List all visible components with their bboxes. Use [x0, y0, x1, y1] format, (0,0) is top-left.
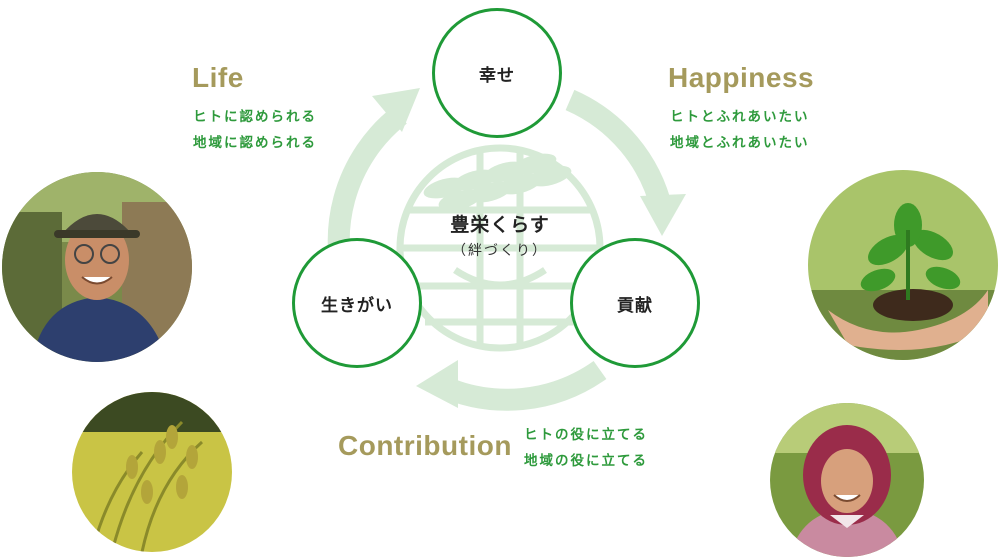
center-subtitle: （絆づくり） — [452, 243, 548, 259]
life-line-2: 地域に認められる — [193, 135, 317, 151]
contribution-heading: Contribution — [338, 430, 512, 461]
contribution-line-1: ヒトの役に立てる — [524, 427, 648, 443]
life-heading: Life — [192, 62, 244, 93]
photo-elderly-woman — [770, 403, 924, 557]
photo-seedling-hands — [808, 170, 998, 360]
arrow-head-top — [372, 88, 420, 132]
happiness-heading: Happiness — [668, 62, 815, 93]
wheat-icon — [423, 153, 572, 211]
happiness-line-2: 地域とふれあいたい — [670, 135, 810, 151]
node-life: 生きがい — [292, 238, 422, 368]
bowl-icon — [453, 267, 547, 315]
arrow-right-arc — [565, 89, 673, 213]
center-title: 豊栄くらす — [450, 214, 550, 236]
photo-rice-stalks — [72, 392, 232, 552]
node-contribution: 貢献 — [570, 238, 700, 368]
node-happiness: 幸せ — [432, 8, 562, 138]
happiness-line-1: ヒトとふれあいたい — [670, 109, 810, 125]
contribution-line-2: 地域の役に立てる — [524, 453, 648, 469]
arrow-head-right — [640, 194, 686, 236]
arrow-bottom-arc — [435, 360, 607, 411]
life-line-1: ヒトに認められる — [193, 109, 317, 125]
arrow-head-bottom — [416, 360, 458, 408]
photo-elderly-man — [2, 172, 192, 362]
